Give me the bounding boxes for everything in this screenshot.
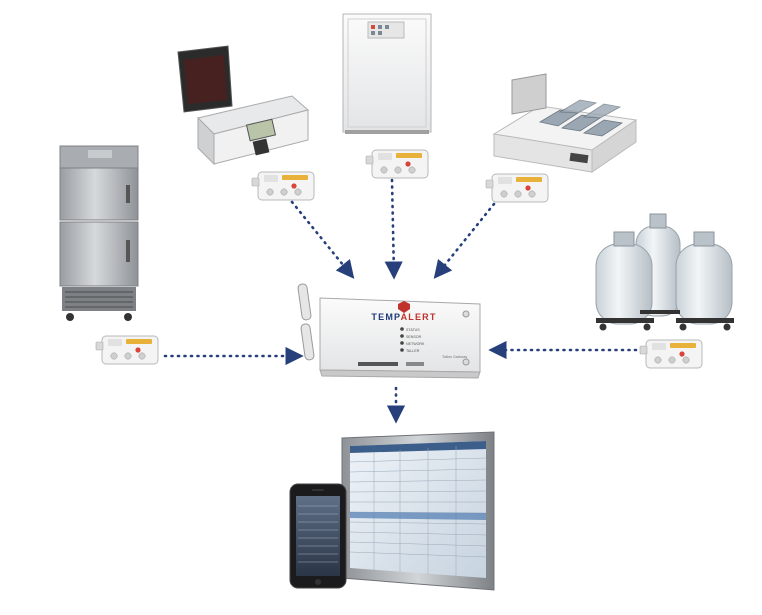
cryo-dewars-icon <box>596 214 734 331</box>
plate-reader-icon <box>494 74 636 172</box>
incubator-icon <box>343 14 431 134</box>
wireless-sensor-icon <box>486 174 548 202</box>
model-text: Tallow Gateway <box>442 355 467 359</box>
brand-text: TEMPALERT <box>371 312 436 322</box>
arrow-cooler-to-gateway <box>292 202 352 276</box>
smartphone-icon <box>290 484 346 588</box>
gateway-device-icon: TEMPALERT STATUS SENSOR NETWORK TALLER T… <box>298 283 480 378</box>
refrigerator-icon <box>60 146 138 321</box>
connection-arrows <box>165 180 636 420</box>
wireless-sensor-icon <box>640 340 702 368</box>
wireless-sensor-icon <box>366 150 428 178</box>
wireless-sensor-icon <box>252 172 314 200</box>
arrow-platereader-to-gateway <box>436 204 494 276</box>
led-label-status: STATUS <box>406 328 420 332</box>
cooler-icon <box>178 46 308 164</box>
led-label-sensor: SENSOR <box>406 335 422 339</box>
wireless-sensor-icon <box>96 336 158 364</box>
led-label-taller: TALLER <box>406 349 420 353</box>
monitor-icon <box>342 432 494 590</box>
led-label-network: NETWORK <box>406 342 425 346</box>
arrow-incubator-to-gateway <box>392 180 394 276</box>
